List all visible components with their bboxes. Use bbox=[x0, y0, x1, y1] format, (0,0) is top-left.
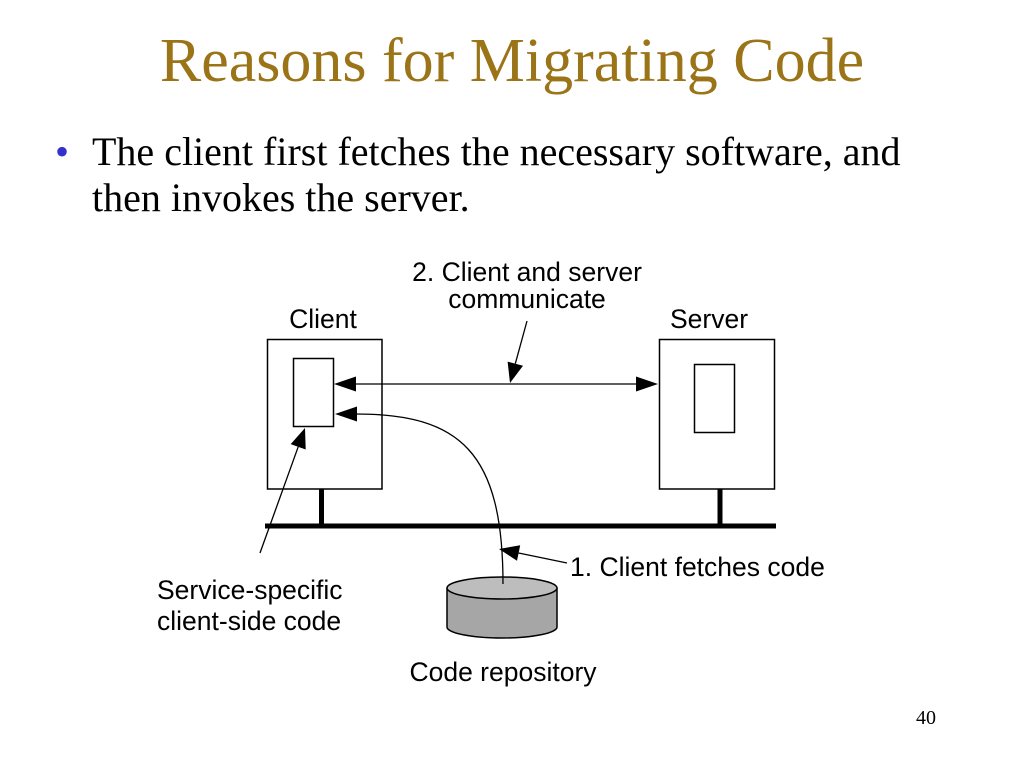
client-code-pointer-line bbox=[259, 446, 299, 554]
network-bus bbox=[265, 523, 776, 529]
client-code-pointer-arrowhead bbox=[290, 428, 306, 450]
fetch-pointer-line bbox=[518, 552, 568, 564]
communicate-arrowhead-client bbox=[334, 376, 356, 392]
code-repository-cylinder bbox=[446, 576, 558, 639]
code-repository-label: Code repository bbox=[409, 657, 597, 687]
fetch-code-curved-arrow bbox=[335, 406, 504, 585]
communicate-label-pointer bbox=[507, 320, 528, 383]
fetch-label-pointer bbox=[499, 545, 568, 564]
client-code-label-line2: client-side code bbox=[157, 606, 341, 636]
page-number: 40 bbox=[916, 707, 936, 729]
client-label: Client bbox=[289, 304, 357, 334]
fetch-pointer-arrowhead bbox=[499, 545, 521, 561]
slide-title: Reasons for Migrating Code bbox=[159, 27, 865, 95]
communicate-double-arrow bbox=[334, 376, 658, 392]
client-code-label-pointer bbox=[259, 428, 306, 554]
network bbox=[265, 489, 776, 529]
communicate-pointer-arrowhead bbox=[507, 361, 523, 383]
communicate-label-line1: 2. Client and server bbox=[412, 257, 642, 287]
communicate-label-line2: communicate bbox=[448, 284, 606, 314]
server-network-connector bbox=[717, 489, 723, 525]
fetch-code-label: 1. Client fetches code bbox=[570, 552, 825, 582]
code-repository-cylinder-top bbox=[446, 576, 558, 600]
bullet-icon: • bbox=[55, 128, 70, 174]
bullet-text: The client first fetches the necessary s… bbox=[92, 128, 901, 220]
fetch-code-arrowhead bbox=[335, 406, 357, 422]
client-network-connector bbox=[319, 489, 324, 525]
server-label: Server bbox=[670, 304, 748, 334]
communicate-pointer-line bbox=[514, 320, 528, 364]
client-code-label-line1: Service-specific bbox=[157, 575, 343, 605]
server-machine: Server bbox=[658, 304, 776, 490]
client-code-block bbox=[292, 357, 335, 428]
client-machine: Client bbox=[266, 304, 383, 490]
server-process-block bbox=[693, 363, 736, 434]
fetch-code-curve bbox=[355, 413, 504, 585]
communicate-arrowhead-server bbox=[636, 376, 658, 392]
code-repository-cylinder-body bbox=[446, 587, 558, 639]
